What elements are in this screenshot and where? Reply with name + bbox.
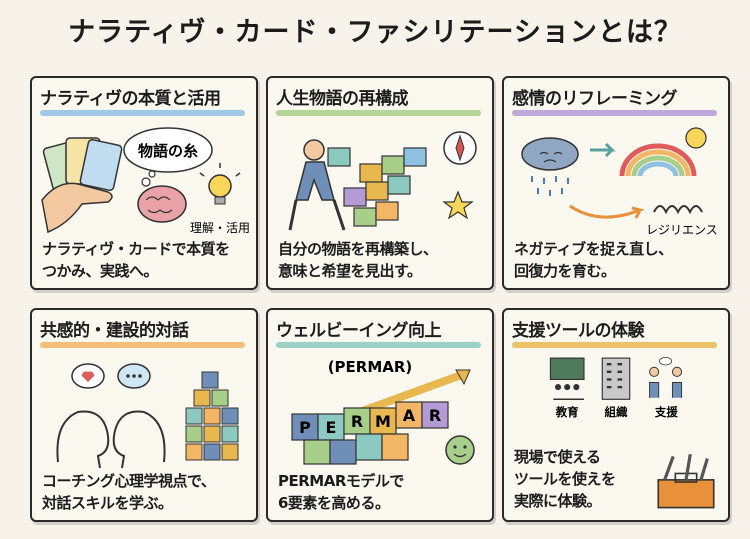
heart-bubble-icon <box>71 363 105 389</box>
permar-cubes: P E R M A R <box>291 401 449 465</box>
title-underline <box>40 110 245 116</box>
desc-line: 6要素を高める。 <box>278 494 390 512</box>
card-title: ウェルビーイング向上 <box>276 321 442 341</box>
title-underline <box>276 110 481 116</box>
card-support-tools: 支援ツールの体験 教育 組織 支援 現場で使える ツールを使えを 実際に体験。 <box>502 308 730 522</box>
bubble-label: 物語の糸 <box>138 142 198 160</box>
card-life-story: 人生物語の再構成 自分の物語を再構築し、 意味と希望を見出す。 <box>266 76 494 290</box>
desc-line: 自分の物語を再構築し、 <box>278 240 438 258</box>
desc-line: PERMARモデルで <box>278 472 404 490</box>
rainbow-icon <box>619 127 707 177</box>
permar-letter: M <box>375 412 391 431</box>
permar-letter: R <box>351 412 363 431</box>
permar-letter: E <box>326 418 337 437</box>
desc-line: 回復力を育む。 <box>514 262 616 280</box>
card-title: 人生物語の再構成 <box>276 89 409 109</box>
spring-icon <box>653 205 703 215</box>
permar-letter: A <box>403 406 416 425</box>
star-icon <box>442 190 474 220</box>
person-icon <box>288 139 346 231</box>
toolbox-icon <box>657 454 715 509</box>
card-description: ナラティヴ・カードで本質を つかみ、実践へ。 <box>42 238 254 282</box>
desc-line: ネガティブを捉え直し、 <box>514 240 673 258</box>
classroom-icon <box>549 357 585 401</box>
desc-line: ツールを使えを <box>514 470 616 488</box>
lightbulb-icon <box>199 163 241 205</box>
page-title: ナラティヴ・カード・ファシリテーションとは？ <box>68 17 682 48</box>
card-wellbeing: ウェルビーイング向上 (PERMAR) P E R M A R <box>266 308 494 522</box>
arrow-right-icon <box>590 142 616 158</box>
reframing-illustration: レジリエンス <box>521 127 718 237</box>
title-underline <box>512 342 717 348</box>
desc-line: コーチング心理学視点で、 <box>42 472 216 490</box>
tag-label: 理解・活用 <box>190 221 250 235</box>
cards-in-hand-icon <box>41 137 123 234</box>
puzzle-path-icon <box>327 147 427 227</box>
permar-letter: R <box>429 406 441 425</box>
desc-line: 現場で使える <box>514 448 601 466</box>
card-title: 共感的・建設的対話 <box>40 321 189 341</box>
thought-bubble-icon: 物語の糸 <box>123 127 213 187</box>
dialogue-illustration <box>56 363 239 469</box>
life-story-illustration <box>288 131 477 231</box>
desc-line: 実際に体験。 <box>514 492 602 510</box>
narrative-illustration: 物語の糸 理解・活用 <box>41 127 250 235</box>
card-description: 自分の物語を再構築し、 意味と希望を見出す。 <box>278 238 490 282</box>
desc-line: 対話スキルを学ぶ。 <box>42 494 173 512</box>
card-title: 支援ツールの体験 <box>512 321 645 341</box>
compass-icon <box>443 131 477 165</box>
permar-illustration: (PERMAR) P E R M A R <box>291 358 475 465</box>
title-underline <box>512 110 717 116</box>
permar-subtitle: (PERMAR) <box>328 358 413 376</box>
title-underline <box>276 342 481 348</box>
tag-label: レジリエンス <box>646 223 718 237</box>
title-underline <box>40 342 245 348</box>
permar-letter: P <box>299 418 311 437</box>
desc-line: ナラティヴ・カードで本質を <box>42 240 230 258</box>
card-empathic-dialogue: 共感的・建設的対話 コーチング心理学 <box>30 308 258 522</box>
card-description: PERMARモデルで 6要素を高める。 <box>278 470 490 514</box>
card-description: ネガティブを捉え直し、 回復力を育む。 <box>514 238 726 282</box>
building-blocks-icon <box>185 371 239 461</box>
chat-bubble-icon <box>117 363 151 389</box>
sector-label: 組織 <box>605 405 628 419</box>
desc-line: つかみ、実践へ。 <box>42 262 159 280</box>
card-description: 現場で使える ツールを使えを 実際に体験。 <box>514 446 726 512</box>
card-title: 感情のリフレーミング <box>512 89 678 109</box>
card-description: コーチング心理学視点で、 対話スキルを学ぶ。 <box>42 470 254 514</box>
brain-icon <box>137 185 187 223</box>
sector-label: 教育 <box>555 405 579 419</box>
support-tools-illustration: 教育 組織 支援 <box>549 356 683 419</box>
card-emotion-reframing: 感情のリフレーミング レジリエンス ネガティブを捉え直し、 回復力を育む。 <box>502 76 730 290</box>
curved-arrow-icon <box>569 204 645 219</box>
smiley-icon <box>445 435 475 465</box>
two-heads-icon <box>56 410 166 469</box>
rain-cloud-icon <box>521 137 579 196</box>
office-building-icon <box>601 357 631 400</box>
sector-label: 支援 <box>654 405 678 419</box>
card-narrative-essence: ナラティヴの本質と活用 物語の糸 理解・活用 ナラティヴ・カードで本質を つかみ… <box>30 76 258 290</box>
counseling-icon <box>649 356 683 398</box>
card-title: ナラティヴの本質と活用 <box>40 89 221 109</box>
desc-line: 意味と希望を見出す。 <box>278 262 422 280</box>
